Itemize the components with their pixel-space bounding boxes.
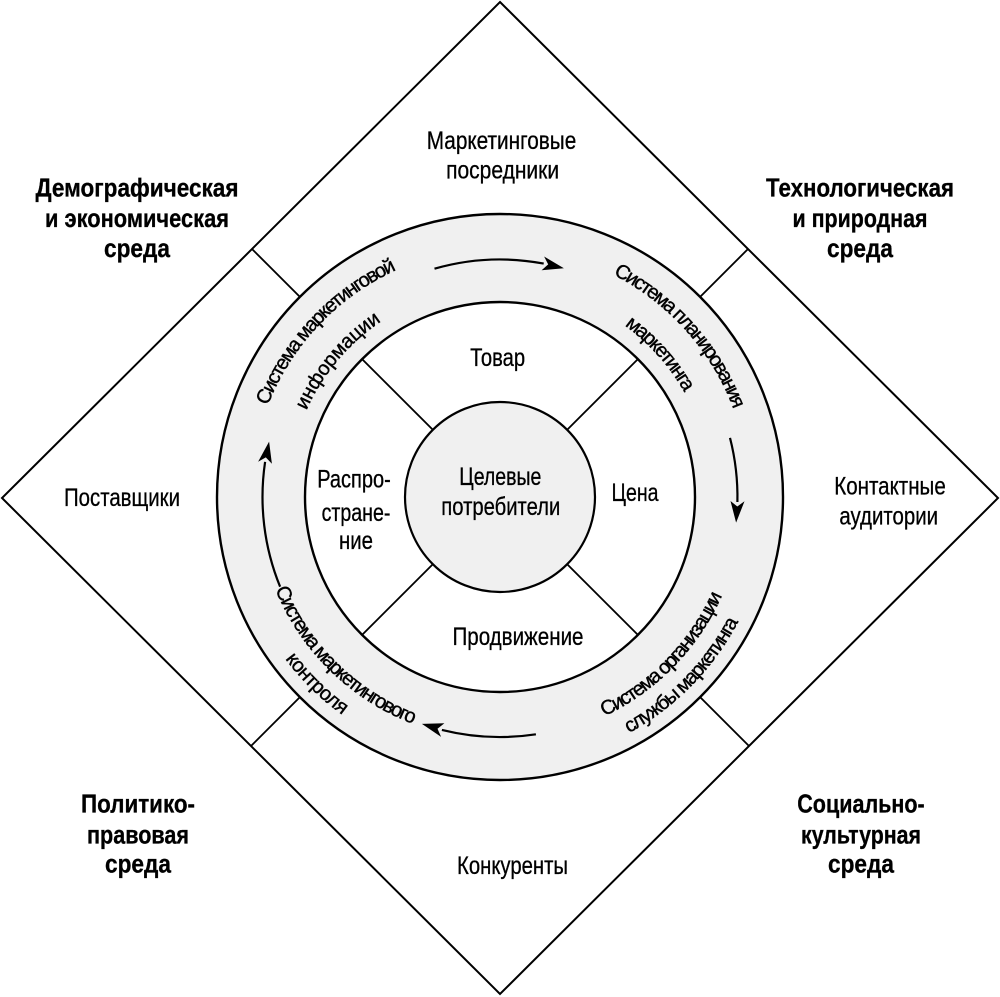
svg-text:Цена: Цена [612, 479, 659, 507]
svg-text:среда: среда [104, 233, 170, 263]
svg-text:Демографическая: Демографическая [36, 173, 239, 203]
svg-text:среда: среда [828, 849, 894, 879]
svg-text:аудитории: аудитории [839, 503, 938, 531]
svg-text:Поставщики: Поставщики [64, 484, 180, 512]
svg-text:Целевые: Целевые [459, 463, 541, 491]
svg-text:Технологическая: Технологическая [766, 173, 954, 203]
svg-text:среда: среда [827, 233, 893, 263]
svg-text:среда: среда [105, 849, 171, 879]
svg-text:Продвижение: Продвижение [453, 623, 584, 651]
svg-text:культурная: культурная [801, 820, 921, 850]
svg-text:стране-: стране- [322, 499, 391, 527]
svg-text:Маркетинговые: Маркетинговые [427, 127, 577, 155]
svg-text:посредники: посредники [446, 157, 559, 185]
svg-text:Распро-: Распро- [317, 466, 391, 494]
svg-text:потребители: потребители [441, 493, 560, 521]
svg-text:Контактные: Контактные [834, 472, 946, 500]
svg-text:Политико-: Политико- [81, 789, 195, 819]
svg-text:и экономическая: и экономическая [45, 203, 229, 233]
svg-text:Социально-: Социально- [797, 789, 925, 819]
svg-text:правовая: правовая [87, 820, 189, 850]
svg-text:Конкуренты: Конкуренты [457, 852, 568, 880]
svg-text:Товар: Товар [470, 344, 525, 372]
svg-text:и природная: и природная [793, 203, 928, 233]
svg-text:ние: ние [339, 527, 373, 555]
